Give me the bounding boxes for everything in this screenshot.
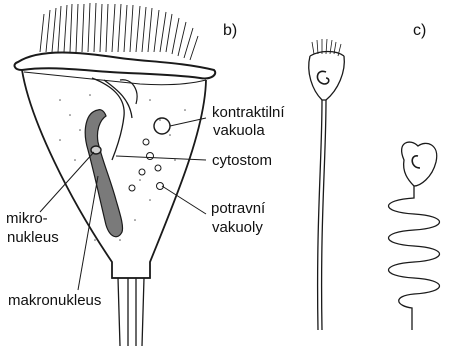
leader-lines bbox=[40, 118, 206, 290]
food-vacuole-shapes bbox=[129, 139, 164, 191]
micronucleus-shape bbox=[91, 146, 101, 154]
extended-stalk bbox=[318, 100, 326, 330]
label-food-vacuoles-line2: vakuoly bbox=[212, 219, 263, 236]
coiled-stalk bbox=[389, 186, 440, 330]
coiled-organism bbox=[389, 142, 440, 330]
label-contractile-vacuole-line1: kontraktilní bbox=[212, 104, 285, 121]
stalk bbox=[118, 278, 144, 346]
cilia-crown bbox=[40, 3, 198, 60]
extended-organism bbox=[309, 39, 345, 330]
label-contractile-vacuole-line2: vakuola bbox=[213, 122, 265, 139]
label-food-vacuoles-line1: potravní bbox=[211, 200, 265, 217]
label-micronucleus-line2: nukleus bbox=[7, 229, 59, 246]
panel-label-b: b) bbox=[223, 22, 237, 40]
label-macronucleus: makronukleus bbox=[8, 292, 101, 309]
label-micronucleus-line1: mikro- bbox=[6, 210, 48, 227]
panel-label-c: c) bbox=[413, 22, 426, 40]
contractile-vacuole-shape bbox=[154, 118, 170, 134]
cell-body bbox=[22, 70, 206, 278]
coiled-body bbox=[402, 142, 437, 186]
label-cytostome: cytostom bbox=[212, 152, 272, 169]
